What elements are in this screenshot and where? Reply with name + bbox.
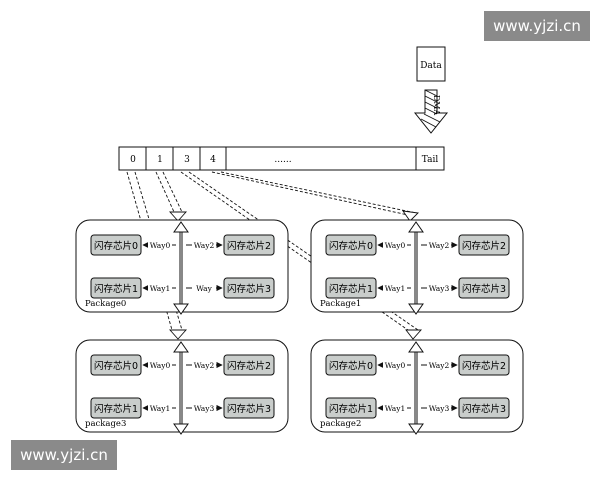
way-label: Way1 <box>150 404 171 413</box>
flash-chip-label: 闪存芯片0 <box>94 240 138 252</box>
way-label: Way0 <box>385 361 406 370</box>
flash-chip-label: 闪存芯片3 <box>227 403 271 415</box>
flash-chip <box>90 397 142 419</box>
bus-arrowhead <box>408 221 424 233</box>
command-queue: 0 1 3 4 ...... Tail <box>118 146 445 171</box>
way-label: Way3 <box>429 404 450 413</box>
queue-slot: 4 <box>210 155 216 165</box>
bus-arrowhead <box>408 423 424 435</box>
way-label: Way0 <box>150 361 171 370</box>
flash-chip-label: 闪存芯片1 <box>329 403 373 415</box>
way-label: Way2 <box>194 361 215 370</box>
bus-arrowhead <box>173 221 189 233</box>
flash-chip-label: 闪存芯片0 <box>94 360 138 372</box>
flash-chip-label: 闪存芯片0 <box>329 360 373 372</box>
data-box <box>416 46 446 82</box>
way-label: Way3 <box>194 404 215 413</box>
package-name: package3 <box>85 419 126 429</box>
flash-chip-label: 闪存芯片3 <box>462 283 506 295</box>
package-name: package2 <box>320 419 361 429</box>
bus-arrowhead <box>173 341 189 353</box>
way-label: Way <box>196 284 213 293</box>
flash-chip <box>458 234 510 256</box>
flash-chip <box>325 354 377 376</box>
watermark-bottom: www.yjzi.cn <box>11 440 117 470</box>
flash-chip-label: 闪存芯片2 <box>462 360 506 372</box>
flash-chip-label: 闪存芯片3 <box>462 403 506 415</box>
flash-chip <box>90 234 142 256</box>
flash-chip-label: 闪存芯片3 <box>227 283 271 295</box>
way-label: Way0 <box>150 241 171 250</box>
flash-chip-label: 闪存芯片1 <box>94 403 138 415</box>
flash-chip-label: 闪存芯片0 <box>329 240 373 252</box>
flash-chip <box>325 277 377 299</box>
flash-chip-label: 闪存芯片1 <box>329 283 373 295</box>
queue-slot: 0 <box>130 155 136 165</box>
flash-chip <box>458 354 510 376</box>
routing-arrowheads <box>168 210 423 340</box>
flash-chip <box>90 354 142 376</box>
way-label: Way1 <box>150 284 171 293</box>
way-label: Way2 <box>429 241 450 250</box>
bus-arrowhead <box>173 303 189 315</box>
queue-slot: 1 <box>157 155 163 165</box>
flash-chip <box>223 397 275 419</box>
bus-arrowhead <box>408 303 424 315</box>
flash-chip <box>325 397 377 419</box>
flash-chip <box>223 234 275 256</box>
flash-chip <box>223 354 275 376</box>
way-label: Way3 <box>429 284 450 293</box>
queue-ellipsis: ...... <box>274 155 291 165</box>
flash-chip-label: 闪存芯片2 <box>227 240 271 252</box>
queue-tail: Tail <box>422 155 439 165</box>
way-label: Way2 <box>194 241 215 250</box>
flash-chip <box>90 277 142 299</box>
watermark-top: www.yjzi.cn <box>484 11 590 41</box>
flash-chip <box>325 234 377 256</box>
way-label: Way2 <box>429 361 450 370</box>
flash-chip-label: 闪存芯片1 <box>94 283 138 295</box>
flash-chip <box>458 277 510 299</box>
way-label: Way1 <box>385 404 406 413</box>
flash-chip <box>223 277 275 299</box>
bus-arrowhead <box>408 341 424 353</box>
flash-chip-label: 闪存芯片2 <box>462 240 506 252</box>
bus-arrowhead <box>173 423 189 435</box>
queue-slot: 3 <box>184 155 190 165</box>
flash-chip-label: 闪存芯片2 <box>227 360 271 372</box>
dma-arrow: DMA <box>413 89 449 134</box>
way-label: Way1 <box>385 284 406 293</box>
way-label: Way0 <box>385 241 406 250</box>
data-box-label: Data <box>420 61 442 71</box>
package-name: Package1 <box>320 299 361 309</box>
flash-chip <box>458 397 510 419</box>
package-name: Package0 <box>85 299 126 309</box>
dma-label: DMA <box>432 95 441 116</box>
